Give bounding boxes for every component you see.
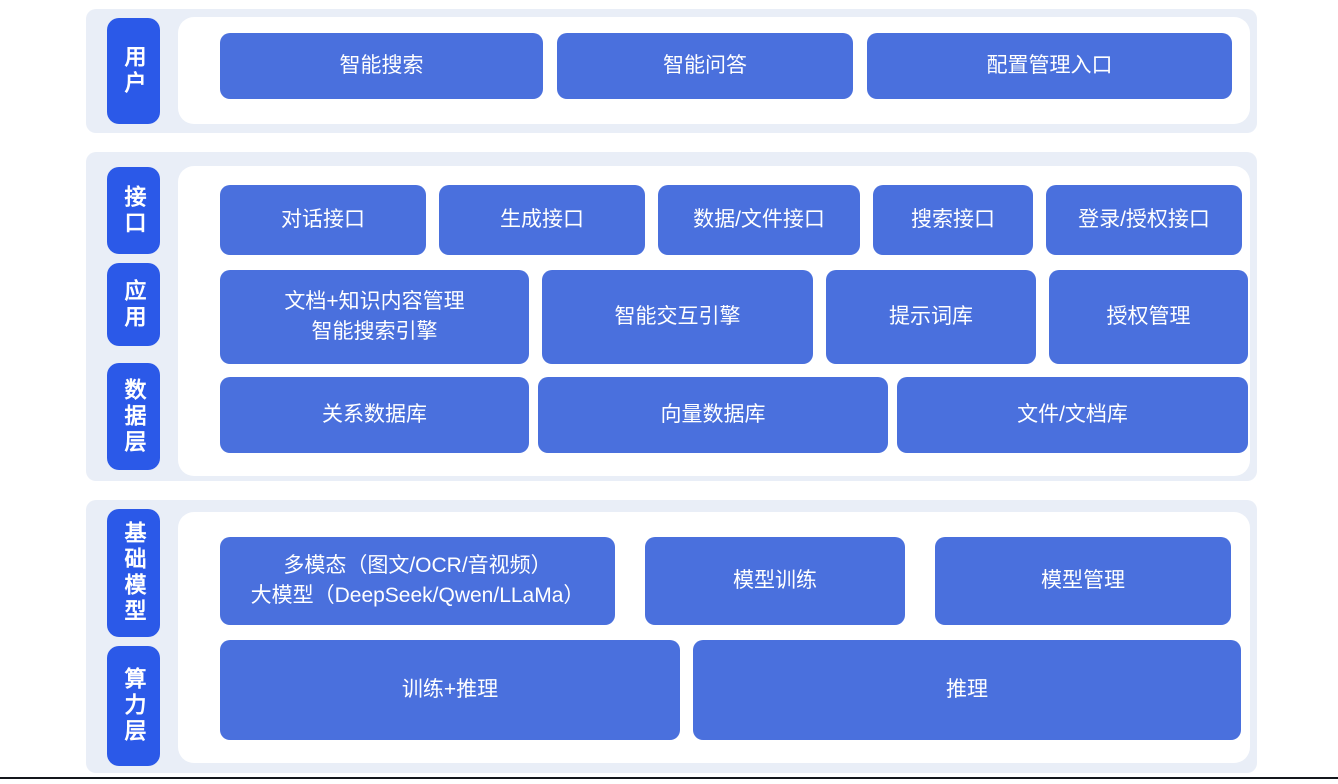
row-compute: 训练+推理 推理 (220, 640, 1241, 740)
block-relational-db: 关系数据库 (220, 377, 529, 453)
section-model-compute-layers: 基础模型 算力层 多模态（图文/OCR/音视频） 大模型（DeepSeek/Qw… (86, 500, 1257, 773)
panel-user-layer: 智能搜索 智能问答 配置管理入口 (178, 17, 1250, 124)
row-interfaces: 对话接口 生成接口 数据/文件接口 搜索接口 登录/授权接口 (220, 185, 1242, 255)
panel-interface-app-data: 对话接口 生成接口 数据/文件接口 搜索接口 登录/授权接口 文档+知识内容管理… (178, 166, 1250, 476)
row-applications: 文档+知识内容管理 智能搜索引擎 智能交互引擎 提示词库 授权管理 (220, 270, 1248, 364)
layer-pill-base-model: 基础模型 (107, 509, 160, 637)
block-smart-interaction-engine: 智能交互引擎 (542, 270, 813, 364)
bottom-divider-line (0, 777, 1338, 779)
layer-pill-data-layer: 数据层 (107, 363, 160, 470)
block-doc-knowledge-search-engine: 文档+知识内容管理 智能搜索引擎 (220, 270, 529, 364)
block-model-training: 模型训练 (645, 537, 905, 625)
block-generation-api: 生成接口 (439, 185, 645, 255)
block-config-management-entry: 配置管理入口 (867, 33, 1232, 99)
panel-model-compute: 多模态（图文/OCR/音视频） 大模型（DeepSeek/Qwen/LLaMa）… (178, 512, 1250, 763)
layer-pill-user: 用户 (107, 18, 160, 124)
row-user-entries: 智能搜索 智能问答 配置管理入口 (220, 33, 1232, 99)
block-auth-management: 授权管理 (1049, 270, 1248, 364)
block-multimodal-llm: 多模态（图文/OCR/音视频） 大模型（DeepSeek/Qwen/LLaMa） (220, 537, 615, 625)
block-smart-search: 智能搜索 (220, 33, 543, 99)
layer-pill-interface: 接口 (107, 167, 160, 254)
section-user-layer: 用户 智能搜索 智能问答 配置管理入口 (86, 9, 1257, 133)
row-models: 多模态（图文/OCR/音视频） 大模型（DeepSeek/Qwen/LLaMa）… (220, 537, 1231, 625)
block-training-inference: 训练+推理 (220, 640, 680, 740)
block-file-doc-store: 文件/文档库 (897, 377, 1248, 453)
block-data-file-api: 数据/文件接口 (658, 185, 860, 255)
block-model-management: 模型管理 (935, 537, 1231, 625)
block-inference: 推理 (693, 640, 1241, 740)
section-interface-app-data-layers: 接口 应用 数据层 对话接口 生成接口 数据/文件接口 搜索接口 登录/授权接口… (86, 152, 1257, 481)
block-prompt-library: 提示词库 (826, 270, 1036, 364)
block-search-api: 搜索接口 (873, 185, 1033, 255)
row-data-stores: 关系数据库 向量数据库 文件/文档库 (220, 377, 1248, 453)
block-login-auth-api: 登录/授权接口 (1046, 185, 1242, 255)
layer-pill-compute-layer: 算力层 (107, 646, 160, 766)
block-smart-qa: 智能问答 (557, 33, 853, 99)
block-vector-db: 向量数据库 (538, 377, 888, 453)
layer-pill-application: 应用 (107, 263, 160, 346)
block-dialog-api: 对话接口 (220, 185, 426, 255)
